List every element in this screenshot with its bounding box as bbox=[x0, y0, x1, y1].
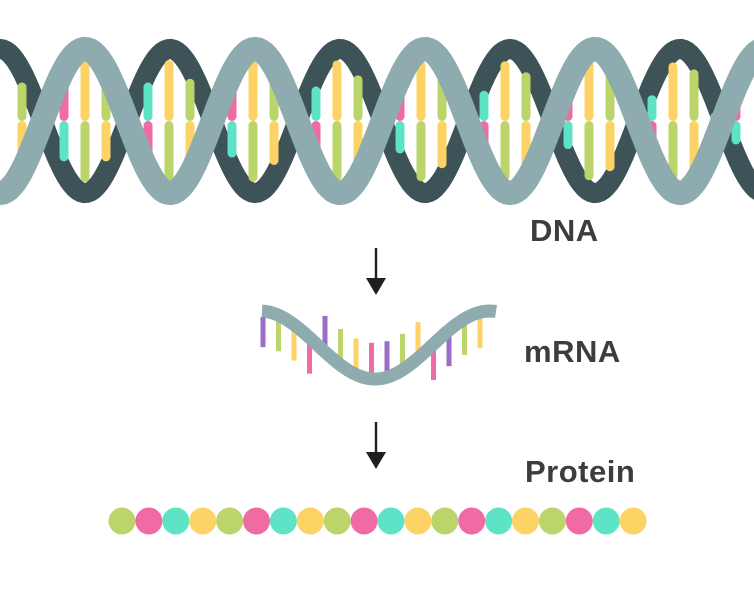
protein-chain bbox=[108, 507, 647, 535]
dna-base bbox=[227, 121, 237, 158]
dna-base bbox=[479, 90, 489, 121]
dna-base bbox=[668, 121, 678, 180]
dna-base bbox=[101, 121, 111, 162]
dna-base bbox=[500, 61, 510, 121]
mrna-backbone bbox=[261, 304, 497, 386]
dna-base bbox=[437, 121, 447, 169]
dna-label: DNA bbox=[530, 213, 599, 248]
dna-base bbox=[59, 121, 69, 162]
amino-acid-bead bbox=[458, 507, 486, 535]
mrna-base bbox=[260, 317, 266, 348]
dna-double-helix bbox=[0, 36, 754, 206]
amino-acid-bead bbox=[619, 507, 647, 535]
dna-base bbox=[395, 121, 405, 154]
mrna-base bbox=[400, 333, 405, 364]
dna-base bbox=[689, 69, 699, 121]
dna-base bbox=[332, 121, 342, 182]
amino-acid-bead bbox=[108, 507, 136, 535]
amino-acid-bead bbox=[269, 507, 297, 535]
mrna-strand bbox=[260, 304, 497, 386]
mrna-base bbox=[462, 324, 467, 355]
amino-acid-bead bbox=[243, 507, 270, 535]
mrna-base bbox=[353, 338, 359, 369]
amino-acid-bead bbox=[404, 507, 432, 535]
amino-acid-bead bbox=[512, 507, 539, 535]
arrow-mrna-to-protein bbox=[366, 422, 386, 469]
mrna-base bbox=[431, 350, 436, 381]
protein-label: Protein bbox=[525, 454, 636, 489]
mrna-base bbox=[338, 328, 343, 359]
mrna-base bbox=[384, 341, 390, 372]
amino-acid-bead bbox=[162, 507, 190, 535]
dna-base bbox=[605, 121, 615, 172]
dna-front-strand bbox=[0, 36, 754, 206]
dna-base bbox=[500, 121, 510, 181]
amino-acid-bead bbox=[377, 507, 405, 535]
dna-base bbox=[668, 62, 678, 121]
dna-base bbox=[185, 78, 195, 121]
mrna-base bbox=[322, 315, 328, 346]
dna-base bbox=[80, 121, 90, 182]
amino-acid-bead bbox=[565, 507, 593, 535]
mrna-base bbox=[276, 321, 281, 352]
amino-acid-bead bbox=[296, 507, 324, 535]
dna-base bbox=[248, 60, 258, 121]
amino-acid-bead bbox=[135, 507, 163, 535]
dna-base bbox=[80, 60, 90, 121]
mrna-base bbox=[477, 318, 483, 349]
arrow-dna-to-mrna bbox=[366, 248, 386, 295]
dna-base bbox=[311, 86, 321, 121]
mrna-base bbox=[369, 342, 374, 373]
amino-acid-bead bbox=[538, 507, 566, 535]
dna-base bbox=[353, 75, 363, 121]
dna-base bbox=[647, 95, 657, 121]
amino-acid-bead bbox=[350, 507, 378, 535]
dna-base bbox=[521, 72, 531, 121]
mrna-base bbox=[291, 330, 297, 361]
dna-base bbox=[332, 60, 342, 121]
dna-base bbox=[164, 60, 174, 121]
amino-acid-bead bbox=[323, 507, 351, 535]
amino-acid-bead bbox=[216, 507, 244, 535]
dna-base bbox=[143, 82, 153, 121]
mrna-label: mRNA bbox=[524, 334, 621, 369]
dna-base bbox=[416, 60, 426, 121]
mrna-base bbox=[415, 322, 421, 353]
amino-acid-bead bbox=[485, 507, 513, 535]
amino-acid-bead bbox=[431, 507, 459, 535]
dna-base bbox=[164, 121, 174, 182]
dna-base bbox=[269, 121, 279, 165]
mrna-base bbox=[446, 336, 452, 367]
dna-base bbox=[563, 121, 573, 150]
dna-base bbox=[17, 82, 27, 121]
mrna-base bbox=[307, 343, 312, 374]
amino-acid-bead bbox=[592, 507, 620, 535]
amino-acid-bead bbox=[189, 507, 217, 535]
dna-base bbox=[584, 61, 594, 121]
dna-base bbox=[731, 121, 741, 145]
dna-base bbox=[248, 121, 258, 182]
dna-base bbox=[416, 121, 426, 182]
dna-base bbox=[584, 121, 594, 181]
